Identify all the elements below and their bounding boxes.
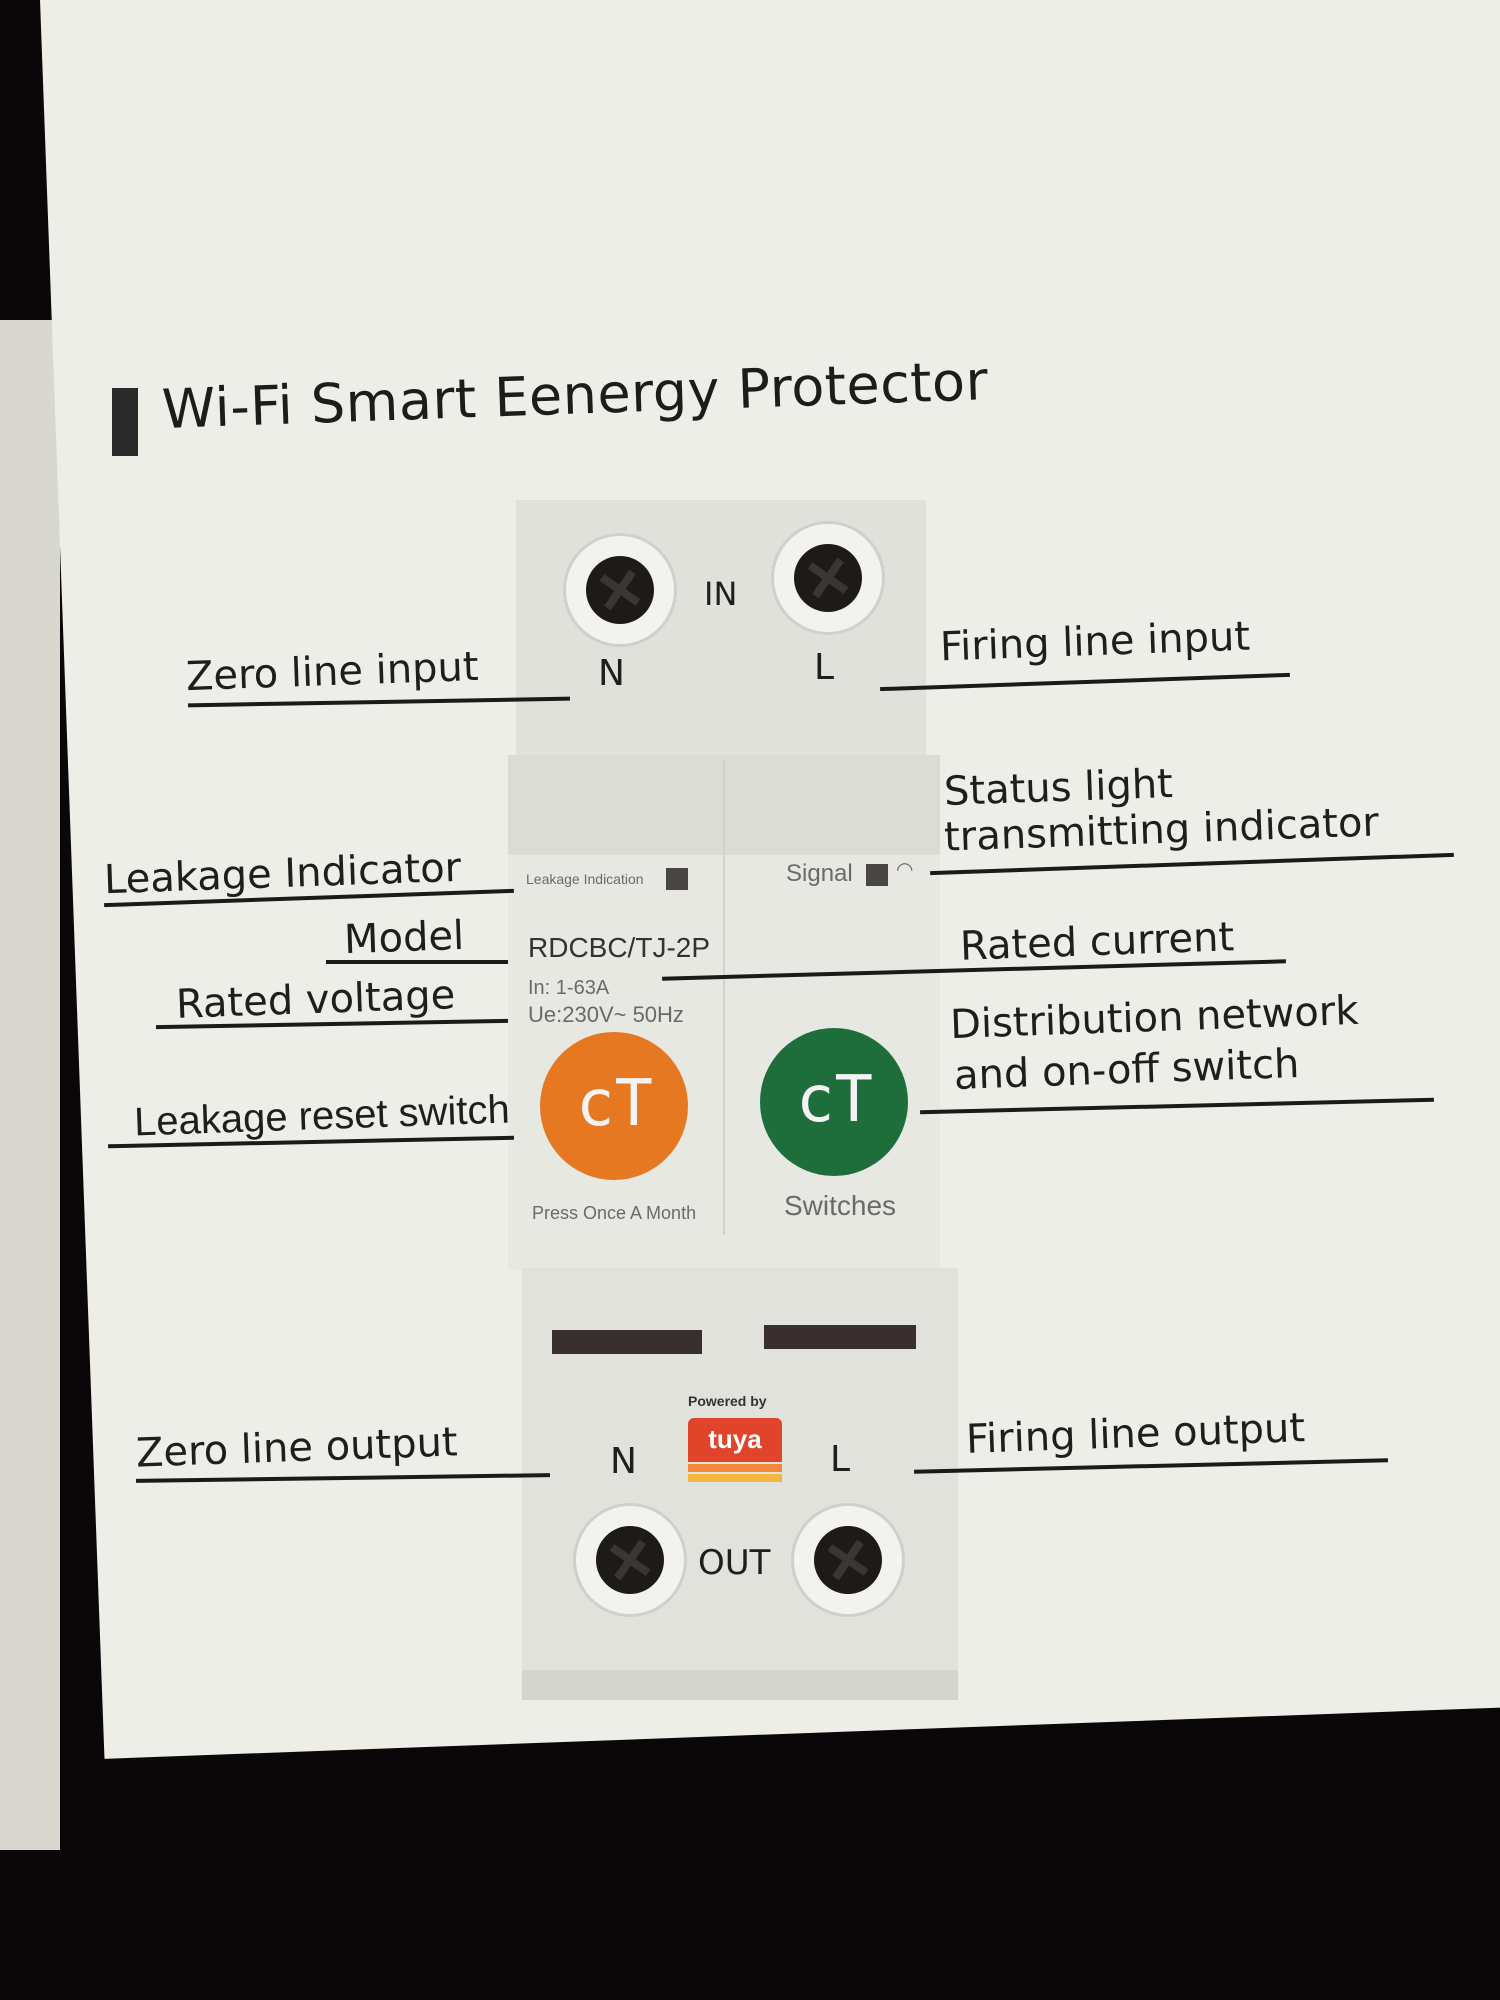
input-n-label: N <box>598 653 625 694</box>
label-zero-line-output: Zero line output <box>135 1419 459 1477</box>
screw-icon <box>586 556 654 624</box>
label-zero-line-input: Zero line input <box>185 643 480 701</box>
signal-text: Signal <box>786 860 853 887</box>
leakage-indication-text: Leakage Indication <box>526 871 644 887</box>
underline-zero-line-input <box>187 696 571 708</box>
signal-light <box>866 864 888 886</box>
out-label: OUT <box>698 1543 771 1583</box>
label-rated-current: Rated current <box>959 914 1235 970</box>
ct-logo-icon: cT <box>576 1067 654 1141</box>
label-model: Model <box>343 912 465 964</box>
wifi-icon: ◠ <box>896 859 914 881</box>
device-foot <box>522 1670 958 1700</box>
tuya-logo: tuya <box>688 1418 782 1490</box>
tuya-brand: tuya <box>708 1424 762 1454</box>
output-terminal-l <box>794 1506 902 1614</box>
output-l-label: L <box>830 1439 851 1480</box>
label-status-light-1: Status light <box>943 761 1174 815</box>
underline-distribution <box>920 1097 1434 1115</box>
label-distribution-2: and on-off switch <box>953 1040 1301 1100</box>
underline-model <box>326 960 508 964</box>
screw-icon <box>814 1526 882 1594</box>
input-l-label: L <box>814 647 835 688</box>
ct-logo-icon: cT <box>796 1063 874 1137</box>
right-slot <box>764 1325 916 1349</box>
output-terminal-n <box>576 1506 684 1614</box>
input-terminal-n <box>566 536 674 644</box>
screw-icon <box>596 1526 664 1594</box>
leakage-reset-button[interactable]: cT <box>540 1032 688 1180</box>
device-divider <box>723 760 725 1235</box>
voltage-spec: Ue:230V~ 50Hz <box>528 1002 684 1027</box>
screw-icon <box>794 544 862 612</box>
left-slot <box>552 1330 702 1354</box>
leakage-indicator-light <box>666 868 688 890</box>
left-page-edge <box>0 320 60 1850</box>
underline-firing-line-input <box>880 672 1290 692</box>
switch-caption: Switches <box>784 1190 897 1221</box>
label-distribution-1: Distribution network <box>949 987 1360 1049</box>
input-terminal-l <box>774 524 882 632</box>
title-marker <box>112 388 138 456</box>
reset-caption: Press Once A Month <box>532 1203 697 1223</box>
powered-by-text: Powered by <box>688 1393 767 1409</box>
current-spec: In: 1-63A <box>528 977 610 999</box>
label-rated-voltage: Rated voltage <box>175 972 456 1028</box>
underline-zero-line-output <box>135 1473 551 1483</box>
output-n-label: N <box>610 1441 637 1482</box>
label-firing-line-input: Firing line input <box>939 613 1251 671</box>
page-title: Wi-Fi Smart Eenergy Protector <box>160 349 990 441</box>
label-firing-line-output: Firing line output <box>965 1405 1306 1463</box>
model-code: RDCBC/TJ-2P <box>528 932 711 963</box>
in-label: IN <box>704 575 738 613</box>
label-leakage-reset-switch: Leakage reset switch <box>133 1087 511 1145</box>
on-off-switch-button[interactable]: cT <box>760 1028 908 1176</box>
